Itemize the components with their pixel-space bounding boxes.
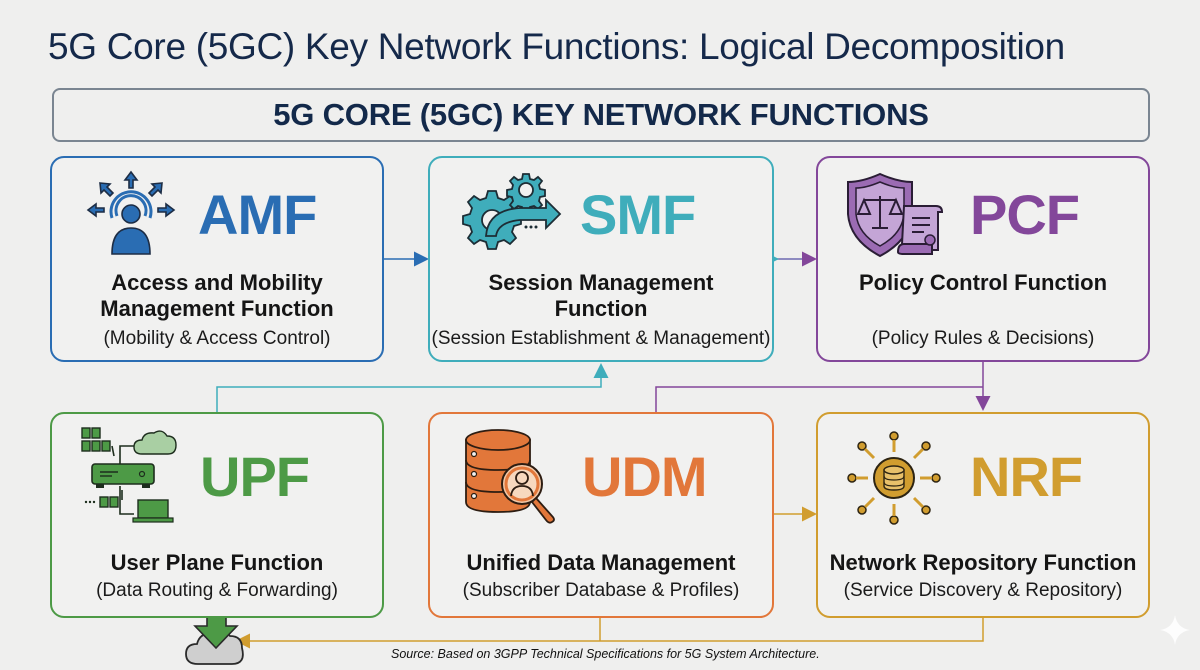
udm-name: Unified Data Management <box>430 550 772 576</box>
shield-scales-scroll-icon <box>847 172 944 258</box>
card-upf[interactable]: UPF User Plane Function (Data Routing & … <box>50 412 384 618</box>
link-upf-smf <box>216 363 609 412</box>
card-nrf[interactable]: NRF Network Repository Function (Service… <box>816 412 1150 618</box>
smf-name-line2: Function <box>554 296 648 321</box>
nrf-name: Network Repository Function <box>818 550 1148 576</box>
user-broadcast-icon <box>86 170 176 255</box>
section-banner: 5G CORE (5GC) KEY NETWORK FUNCTIONS <box>52 88 1150 142</box>
pcf-name-line1: Policy Control Function <box>858 270 1108 295</box>
amf-abbr: AMF <box>198 183 317 246</box>
amf-name: Access and Mobility Management Function <box>52 270 382 322</box>
banner-text: 5G CORE (5GC) KEY NETWORK FUNCTIONS <box>273 97 929 132</box>
amf-name-line2: Management Function <box>100 296 334 321</box>
amf-name-line1: Access and Mobility <box>111 270 323 295</box>
smf-name-line1: Session Management <box>488 270 714 295</box>
upf-name: User Plane Function <box>52 550 382 576</box>
link-nrf-cloud <box>235 615 984 649</box>
upf-name-line1: User Plane Function <box>110 550 324 575</box>
card-amf[interactable]: AMF Access and Mobility Management Funct… <box>50 156 384 362</box>
router-packets-icon <box>81 427 177 523</box>
gears-arrow-icon <box>462 173 562 250</box>
card-smf[interactable]: SMF Session Management Function (Session… <box>428 156 774 362</box>
amf-desc: (Mobility & Access Control) <box>103 328 331 349</box>
upf-desc: (Data Routing & Forwarding) <box>96 580 338 601</box>
udm-abbr: UDM <box>582 445 708 508</box>
pcf-name: Policy Control Function <box>818 270 1148 296</box>
link-udm-pcf-nrf <box>655 386 983 412</box>
udm-name-line1: Unified Data Management <box>466 550 736 575</box>
smf-desc: (Session Establishment & Management) <box>431 328 771 349</box>
pcf-abbr: PCF <box>970 183 1080 246</box>
udm-desc: (Subscriber Database & Profiles) <box>462 580 740 601</box>
nrf-name-line1: Network Repository Function <box>829 550 1137 575</box>
smf-name: Session Management Function <box>430 270 772 322</box>
nrf-desc: (Service Discovery & Repository) <box>843 580 1123 601</box>
pcf-desc: (Policy Rules & Decisions) <box>871 328 1095 349</box>
database-search-user-icon <box>465 429 555 524</box>
sparkle-icon <box>1160 615 1190 645</box>
page-title: 5G Core (5GC) Key Network Functions: Log… <box>48 26 1065 67</box>
card-pcf[interactable]: PCF Policy Control Function (Policy Rule… <box>816 156 1150 362</box>
upf-abbr: UPF <box>200 445 310 508</box>
source-note: Source: Based on 3GPP Technical Specific… <box>391 647 820 661</box>
smf-abbr: SMF <box>580 183 696 246</box>
hub-database-icon <box>847 431 941 525</box>
nrf-abbr: NRF <box>970 445 1083 508</box>
card-udm[interactable]: UDM Unified Data Management (Subscriber … <box>428 412 774 618</box>
